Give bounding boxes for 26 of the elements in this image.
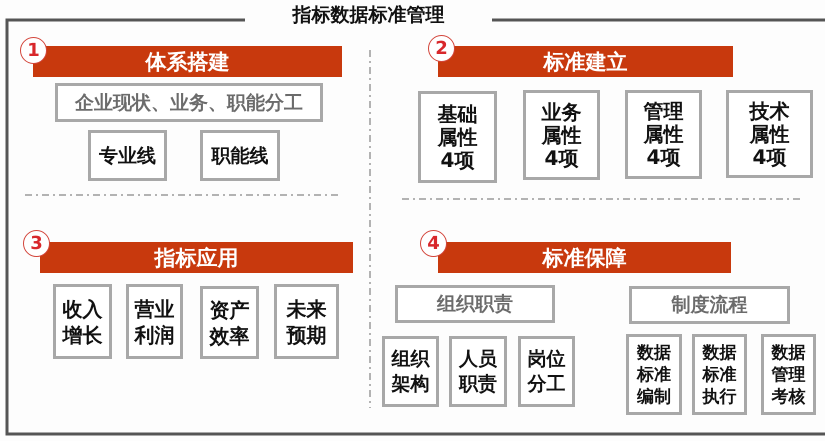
item-box: 技术属性4项 xyxy=(726,90,813,178)
item-box: 营业利润 xyxy=(126,284,183,359)
item-box: 业务属性4项 xyxy=(523,90,600,180)
item-box: 未来预期 xyxy=(274,284,339,359)
category-box: 企业现状、业务、职能分工 xyxy=(55,83,323,122)
step-number: 2 xyxy=(428,35,455,62)
item-box: 管理属性4项 xyxy=(625,90,702,179)
item-box: 岗位分工 xyxy=(518,336,575,407)
item-box: 职能线 xyxy=(200,130,280,181)
item-box: 资产效率 xyxy=(200,286,259,359)
item-box: 数据管理考核 xyxy=(761,334,816,415)
item-box: 组织架构 xyxy=(382,336,439,407)
category-box: 组织职责 xyxy=(395,285,555,323)
item-box: 数据标准执行 xyxy=(692,334,747,415)
section-header-bar: 指标应用 xyxy=(40,242,353,273)
step-number: 1 xyxy=(20,37,47,64)
item-box: 收入增长 xyxy=(53,284,112,359)
item-box: 基础属性4项 xyxy=(418,91,497,183)
section-header-bar: 标准保障 xyxy=(438,242,731,273)
diagram-title: 指标数据标准管理 xyxy=(291,3,446,27)
item-box: 人员职责 xyxy=(449,336,507,407)
step-number: 3 xyxy=(23,230,50,257)
step-number: 4 xyxy=(420,230,447,257)
category-box: 制度流程 xyxy=(629,286,790,324)
item-box: 数据标准编制 xyxy=(626,334,682,415)
item-box: 专业线 xyxy=(88,130,167,181)
